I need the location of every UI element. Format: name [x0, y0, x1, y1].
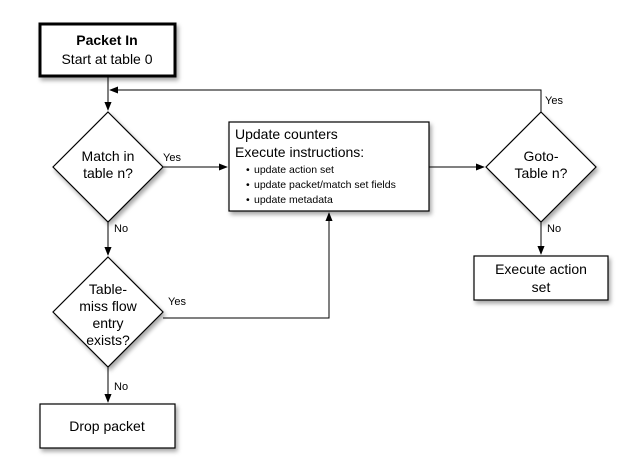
execute-action-set-node: Execute action set [473, 255, 609, 301]
update-bullet-3: update metadata [254, 194, 333, 206]
edge-label-tablemiss-no: No [114, 381, 128, 393]
tablemiss-line2: miss flow [79, 298, 137, 314]
drop-label: Drop packet [69, 418, 145, 434]
goto-decision: Goto- Table n? [485, 111, 597, 223]
edge-label-tablemiss-yes: Yes [168, 296, 186, 308]
start-title: Packet In [76, 32, 137, 48]
match-decision: Match in table n? [52, 111, 164, 223]
update-bullet-2: update packet/match set fields [254, 179, 396, 191]
tablemiss-line1: Table- [89, 281, 127, 297]
execute-line1: Execute action [495, 261, 587, 277]
edge-label-match-yes: Yes [163, 152, 181, 164]
bullet-dot: • [246, 164, 250, 176]
tablemiss-line4: exists? [86, 332, 130, 348]
drop-packet-node: Drop packet [39, 403, 176, 449]
update-bullet-1: update action set [254, 164, 334, 176]
start-node: Packet In Start at table 0 [38, 22, 177, 78]
update-line1: Update counters [235, 126, 338, 142]
tablemiss-line3: entry [92, 315, 123, 331]
execute-line2: set [532, 279, 551, 295]
bullet-dot: • [246, 179, 250, 191]
edge-goto-yes-loop [109, 86, 542, 112]
edge-label-goto-no: No [547, 223, 561, 235]
tablemiss-decision: Table- miss flow entry exists? [52, 256, 164, 368]
edge-tablemiss-yes [163, 212, 333, 319]
bullet-dot: • [246, 194, 250, 206]
update-instructions-node: Update counters Execute instructions: • … [228, 121, 430, 212]
match-label-line1: Match in [82, 148, 135, 164]
edge-label-match-no: No [114, 223, 128, 235]
update-line2: Execute instructions: [235, 144, 364, 160]
goto-label-line2: Table n? [515, 165, 568, 181]
match-label-line2: table n? [83, 165, 133, 181]
edge-label-goto-yes: Yes [545, 95, 563, 107]
edges [104, 76, 545, 403]
goto-label-line1: Goto- [523, 148, 558, 164]
start-subtitle: Start at table 0 [61, 51, 152, 67]
